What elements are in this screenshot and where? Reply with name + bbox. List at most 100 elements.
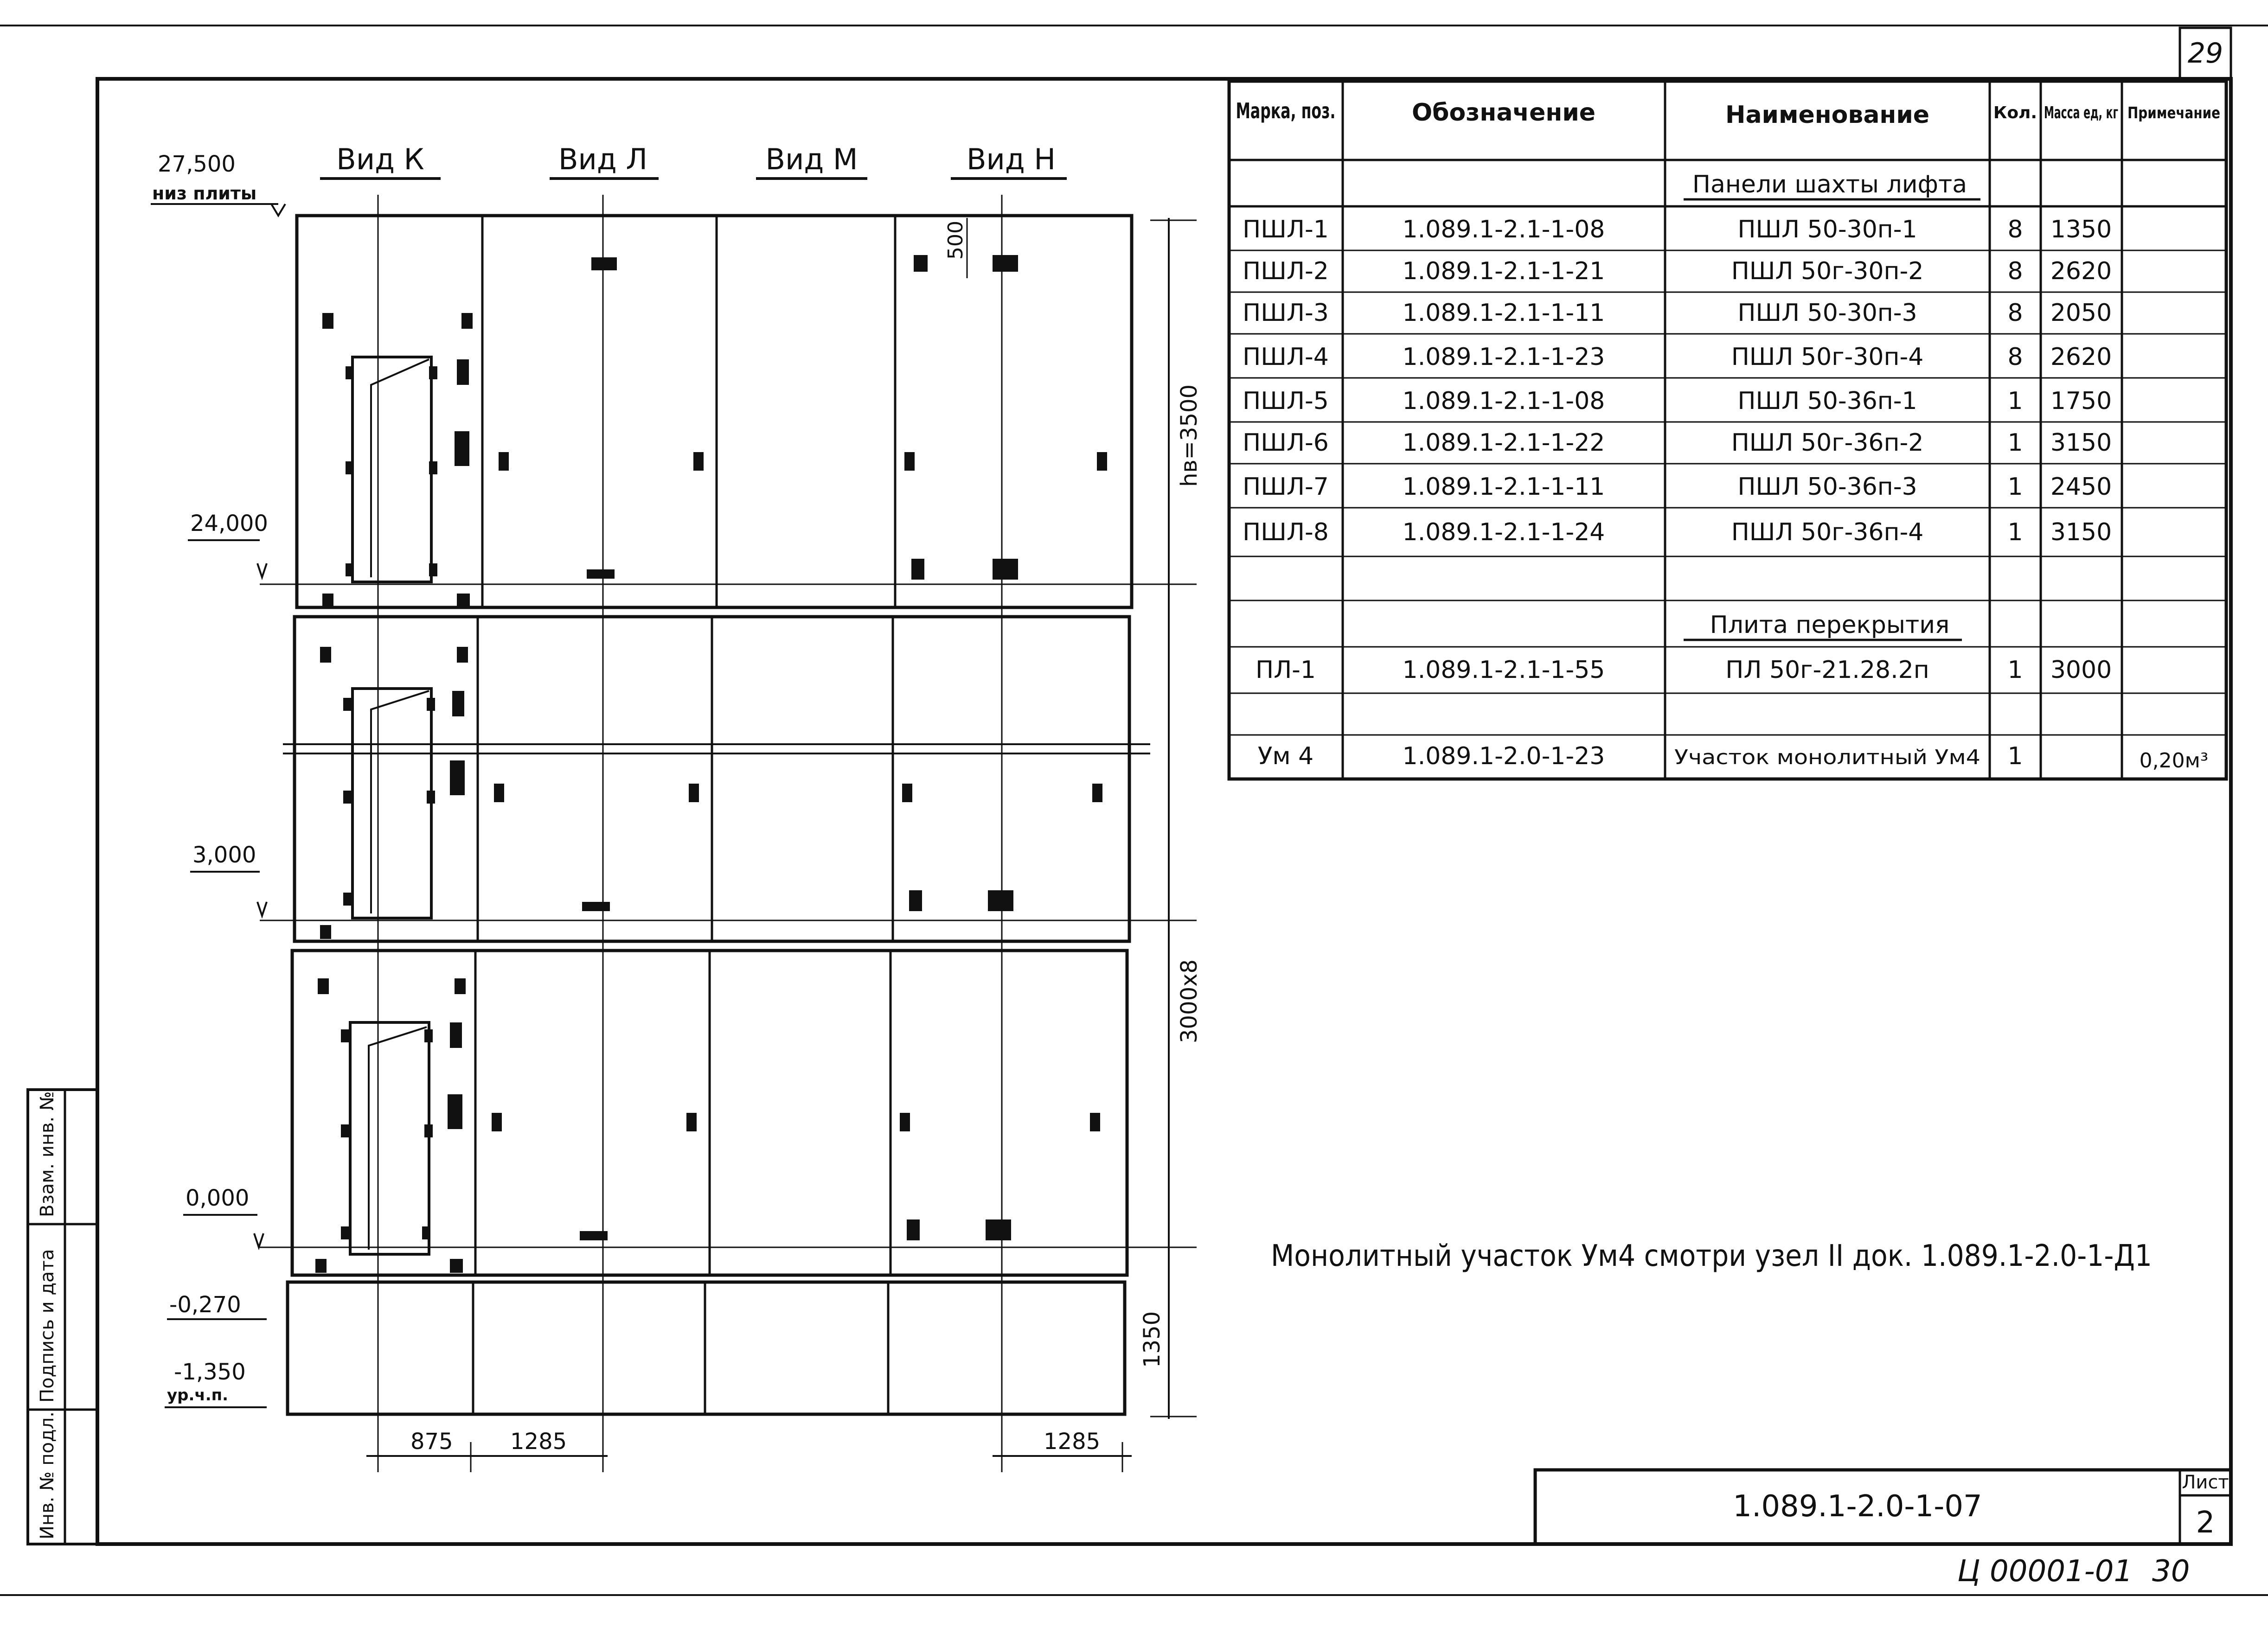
svg-text:1: 1 [2007,387,2023,415]
svg-text:ПШЛ-5: ПШЛ-5 [1243,387,1329,415]
svg-text:3000: 3000 [2050,656,2112,684]
th-qty: Кол. [1993,103,2037,122]
stamp-sheet-label: Лист [2182,1472,2229,1493]
svg-text:1750: 1750 [2050,387,2112,415]
monolith-note: Монолитный участок Ум4 смотри узел II до… [1271,1239,2152,1273]
table-row: ПШЛ-5 1.089.1-2.1-1-08 ПШЛ 50-36п-1 1 17… [1243,387,2112,415]
svg-text:3150: 3150 [2050,518,2112,546]
svg-text:ПШЛ-2: ПШЛ-2 [1243,257,1329,285]
view-l-label: Вид Л [558,142,647,176]
dim-1285-a: 1285 [510,1429,567,1455]
svg-text:ПШЛ 50г-30п-2: ПШЛ 50г-30п-2 [1731,257,1924,285]
level-marks: 27,500 низ плиты 24,000 3,000 0,000 -0,2… [151,151,286,1408]
side-label-sign-date: Подпись и дата [37,1249,58,1403]
svg-text:8: 8 [2007,257,2023,285]
svg-text:1: 1 [2007,473,2023,501]
svg-text:0,20м³: 0,20м³ [2140,749,2209,772]
section-panels: Панели шахты лифта [1692,171,1967,198]
svg-text:ПШЛ 50-30п-3: ПШЛ 50-30п-3 [1737,299,1917,327]
svg-text:1.089.1-2.1-1-21: 1.089.1-2.1-1-21 [1403,257,1605,285]
svg-text:1: 1 [2007,518,2023,546]
elevation-drawing [260,195,1197,1461]
svg-text:ПШЛ 50г-30п-4: ПШЛ 50г-30п-4 [1731,343,1924,371]
svg-text:2450: 2450 [2050,473,2112,501]
svg-text:1.089.1-2.1-1-55: 1.089.1-2.1-1-55 [1403,656,1605,684]
level-m027: -0,270 [169,1292,241,1318]
svg-text:ПШЛ 50г-36п-4: ПШЛ 50г-36п-4 [1731,518,1924,546]
svg-text:Ум 4: Ум 4 [1258,742,1314,770]
th-note: Примечание [2127,104,2220,122]
dim-1350: 1350 [1139,1311,1165,1368]
side-label-inv-repl: Взам. инв. № [37,1091,58,1217]
view-n-label: Вид Н [967,142,1056,176]
section-slab: Плита перекрытия [1710,611,1950,639]
svg-text:2620: 2620 [2050,343,2112,371]
table-row: ПШЛ-8 1.089.1-2.1-1-24 ПШЛ 50г-36п-4 1 3… [1243,518,2112,546]
svg-text:1.089.1-2.1-1-08: 1.089.1-2.1-1-08 [1403,216,1605,243]
th-mass: Масса ед, кг [2044,103,2118,122]
table-row: ПШЛ-2 1.089.1-2.1-1-21 ПШЛ 50г-30п-2 8 2… [1243,257,2112,285]
dim-500: 500 [944,221,967,260]
level-24: 24,000 [190,511,268,536]
th-name: Наименование [1725,101,1929,129]
svg-text:1.089.1-2.1-1-11: 1.089.1-2.1-1-11 [1403,473,1605,501]
stamp-sheet-number: 2 [2196,1506,2215,1540]
svg-text:1.089.1-2.1-1-11: 1.089.1-2.1-1-11 [1403,299,1605,327]
th-mark: Марка, поз. [1236,98,1336,123]
specification-table: Марка, поз. Обозначение Наименование Кол… [1227,79,2228,781]
table-row: Ум 4 1.089.1-2.0-1-23 Участок монолитный… [1258,742,2209,772]
svg-text:8: 8 [2007,216,2023,243]
table-row: ПЛ-1 1.089.1-2.1-1-55 ПЛ 50г-21.28.2п 1 … [1256,656,2112,684]
svg-text:1: 1 [2007,429,2023,457]
svg-text:ПШЛ 50-30п-1: ПШЛ 50-30п-1 [1737,216,1917,243]
th-designation: Обозначение [1412,99,1595,127]
level-0: 0,000 [186,1185,249,1211]
svg-text:1.089.1-2.1-1-22: 1.089.1-2.1-1-22 [1403,429,1605,457]
svg-text:ПШЛ-4: ПШЛ-4 [1243,343,1329,371]
svg-text:ПЛ 50г-21.28.2п: ПЛ 50г-21.28.2п [1725,656,1929,684]
dim-875: 875 [410,1429,453,1455]
drawing-frame [96,77,2233,1546]
svg-text:ПШЛ-6: ПШЛ-6 [1243,429,1329,457]
svg-text:ПШЛ-3: ПШЛ-3 [1243,299,1329,327]
side-label-inv-orig: Инв. № подл. [37,1411,58,1539]
table-row: ПШЛ-6 1.089.1-2.1-1-22 ПШЛ 50г-36п-2 1 3… [1243,429,2112,457]
dim-1285-b: 1285 [1044,1429,1100,1455]
dim-hb: hв=3500 [1176,384,1202,487]
svg-text:ПШЛ 50г-36п-2: ПШЛ 50г-36п-2 [1731,429,1924,457]
page-number-box [2178,26,2232,80]
svg-text:1: 1 [2007,656,2023,684]
dimensions: hв=3500 3000x8 1350 500 875 1285 1285 [366,218,1202,1472]
svg-text:1.089.1-2.1-1-08: 1.089.1-2.1-1-08 [1403,387,1605,415]
dim-3000x8: 3000x8 [1176,959,1202,1043]
level-top: 27,500 [158,151,236,177]
svg-text:8: 8 [2007,343,2023,371]
page-number-top: 29 [2188,37,2223,70]
svg-text:2620: 2620 [2050,257,2112,285]
level-m135-note: ур.ч.п. [167,1386,228,1404]
level-m135: -1,350 [174,1359,246,1385]
stamp-code: 1.089.1-2.0-1-07 [1733,1489,1982,1524]
svg-text:3150: 3150 [2050,429,2112,457]
svg-text:1.089.1-2.1-1-23: 1.089.1-2.1-1-23 [1403,343,1605,371]
svg-text:8: 8 [2007,299,2023,327]
svg-text:1350: 1350 [2050,216,2112,243]
svg-text:Участок монолитный Ум4: Участок монолитный Ум4 [1674,746,1980,769]
svg-text:ПШЛ-7: ПШЛ-7 [1243,473,1329,501]
level-3: 3,000 [192,842,256,868]
svg-text:ПШЛ-1: ПШЛ-1 [1243,216,1329,243]
table-row: ПШЛ-4 1.089.1-2.1-1-23 ПШЛ 50г-30п-4 8 2… [1243,343,2112,371]
view-headings: Вид К Вид Л Вид М Вид Н [320,142,1067,180]
svg-text:ПШЛ-8: ПШЛ-8 [1243,518,1329,546]
panel-block-top [295,214,1134,609]
view-k-label: Вид К [336,142,424,176]
footer-page: 30 [2152,1554,2190,1589]
view-m-label: Вид М [766,142,858,176]
svg-text:1.089.1-2.1-1-24: 1.089.1-2.1-1-24 [1403,518,1605,546]
table-row: ПШЛ-1 1.089.1-2.1-1-08 ПШЛ 50-30п-1 8 13… [1243,216,2112,243]
svg-text:ПЛ-1: ПЛ-1 [1256,656,1316,684]
table-row: ПШЛ-7 1.089.1-2.1-1-11 ПШЛ 50-36п-3 1 24… [1243,473,2112,501]
footer-code: Ц 00001-01 [1957,1554,2133,1589]
table-row: ПШЛ-3 1.089.1-2.1-1-11 ПШЛ 50-30п-3 8 20… [1243,299,2112,327]
